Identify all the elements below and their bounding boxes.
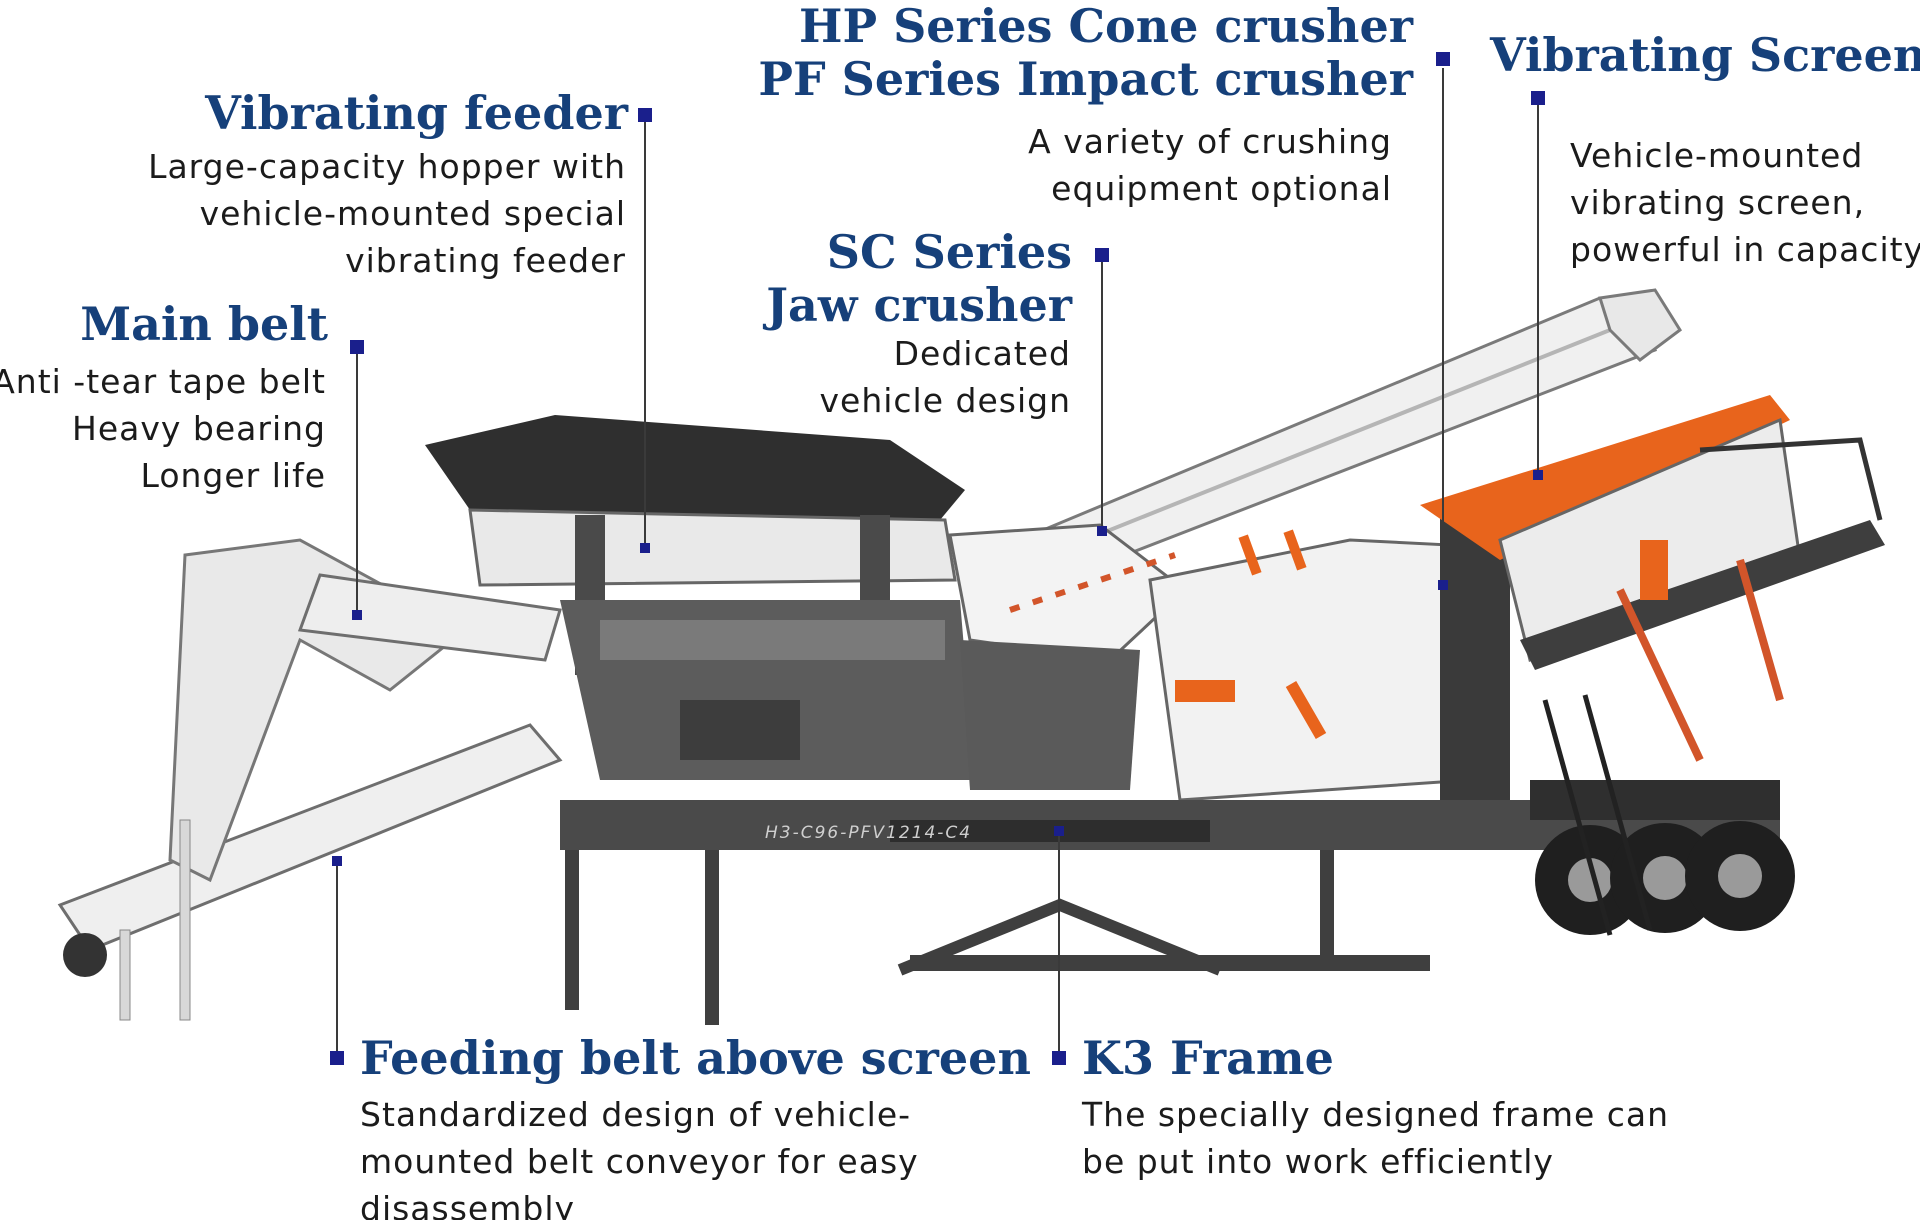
model-plate: H3-C96-PFV1214-C4 xyxy=(765,823,972,843)
cone-crusher-title-line-1: HP Series Cone crusher xyxy=(799,0,1413,53)
k3-frame-description: The specially designed frame can be put … xyxy=(1082,1091,1669,1185)
feeding-belt-title: Feeding belt above screen xyxy=(360,1031,1031,1085)
jaw-crusher-leader-line xyxy=(1101,262,1103,532)
cone-crusher-title: HP Series Cone crusher PF Series Impact … xyxy=(758,0,1413,106)
vibrating-screen-leader-line xyxy=(1537,105,1539,475)
jaw-crusher-desc-line: Dedicated xyxy=(893,334,1071,373)
main-belt-marker xyxy=(350,340,364,354)
main-belt-desc-line: Longer life xyxy=(140,456,326,495)
vibrating-feeder-desc-line: vibrating feeder xyxy=(345,241,626,280)
feeding-belt-conveyor xyxy=(988,288,1683,590)
jaw-crusher-title-line: Jaw crusher xyxy=(766,277,1072,332)
access-ladder xyxy=(1542,694,1653,936)
feeding-belt-desc-line: mounted belt conveyor for easy xyxy=(360,1142,919,1181)
main-belt-desc-line: Heavy bearing xyxy=(72,409,326,448)
cone-crusher-anchor xyxy=(1438,580,1448,590)
vibrating-feeder-leader-line xyxy=(644,122,646,547)
jaw-crusher-description: Dedicated vehicle design xyxy=(820,330,1072,424)
feeding-belt-marker xyxy=(330,1051,344,1065)
vibrating-feeder-title: Vibrating feeder xyxy=(205,86,628,140)
feeding-belt-desc-line: disassembly xyxy=(360,1189,576,1220)
k3-frame-desc-line: The specially designed frame can xyxy=(1082,1095,1670,1134)
vibrating-screen-anchor xyxy=(1533,470,1543,480)
vibrating-feeder-description: Large-capacity hopper with vehicle-mount… xyxy=(148,143,626,284)
vibrating-feeder-desc-line: vehicle-mounted special xyxy=(199,194,626,233)
chassis-wheels xyxy=(1535,821,1795,935)
k3-frame-desc-line: be put into work efficiently xyxy=(1082,1142,1554,1181)
vibrating-feeder-hopper xyxy=(425,415,975,780)
main-belt-title: Main belt xyxy=(80,297,328,351)
impact-crusher xyxy=(1148,510,1510,840)
vibrating-feeder-marker xyxy=(638,108,652,122)
feeding-belt-leader-line xyxy=(336,860,338,1051)
jaw-crusher-anchor xyxy=(1097,526,1107,536)
main-belt-description: Anti -tear tape belt Heavy bearing Longe… xyxy=(0,358,326,499)
vibrating-feeder-anchor xyxy=(640,543,650,553)
cone-crusher-desc-line: equipment optional xyxy=(1051,169,1392,208)
jaw-crusher-desc-line: vehicle design xyxy=(819,381,1071,420)
vibrating-screen-desc-line: Vehicle-mounted xyxy=(1570,136,1864,175)
main-belt-leader-line xyxy=(356,354,358,614)
main-belt-anchor xyxy=(352,610,362,620)
cone-crusher-marker xyxy=(1436,52,1450,66)
main-belt-desc-line: Anti -tear tape belt xyxy=(0,362,326,401)
k3-frame-title: K3 Frame xyxy=(1082,1031,1334,1085)
vibrating-screen xyxy=(1420,395,1885,762)
feeding-belt-description: Standardized design of vehicle- mounted … xyxy=(360,1091,919,1220)
cone-crusher-description: A variety of crushing equipment optional xyxy=(1028,118,1392,212)
jaw-crusher-title-line: SC Series xyxy=(826,225,1072,279)
vibrating-screen-description: Vehicle-mounted vibrating screen, powerf… xyxy=(1570,132,1920,273)
feeding-belt-desc-line: Standardized design of vehicle- xyxy=(360,1095,912,1134)
vibrating-feeder-desc-line: Large-capacity hopper with xyxy=(148,147,626,186)
main-belt-conveyor xyxy=(57,538,563,1021)
impact-crusher-title-line-2: PF Series Impact crusher xyxy=(758,51,1413,106)
cone-crusher-leader-line xyxy=(1442,68,1444,588)
jaw-crusher xyxy=(948,523,1188,790)
k3-frame-leader-line xyxy=(1058,830,1060,1051)
vibrating-screen-title: Vibrating Screen xyxy=(1490,28,1920,82)
k3-frame-marker xyxy=(1052,1051,1066,1065)
cone-crusher-desc-line: A variety of crushing xyxy=(1028,122,1392,161)
jaw-crusher-marker xyxy=(1095,248,1109,262)
jaw-crusher-title: SC Series Jaw crusher xyxy=(766,226,1072,332)
vibrating-screen-marker xyxy=(1531,91,1545,105)
feeding-belt-anchor xyxy=(332,856,342,866)
k3-frame-anchor xyxy=(1054,826,1064,836)
vibrating-screen-desc-line: vibrating screen, xyxy=(1570,183,1866,222)
vibrating-screen-desc-line: powerful in capacity xyxy=(1570,230,1920,269)
